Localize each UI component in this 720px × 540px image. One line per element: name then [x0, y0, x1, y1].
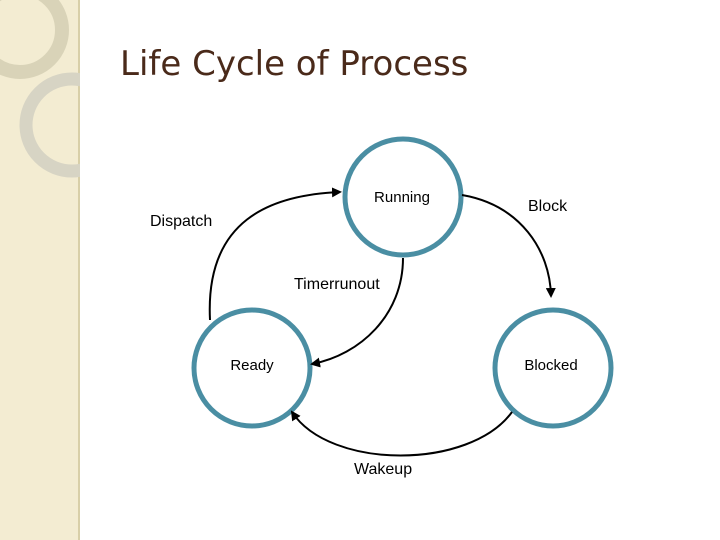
- wakeup-arrow: [290, 410, 513, 457]
- dispatch-arrow: [208, 187, 342, 321]
- decorative-rings: [0, 0, 80, 178]
- slide-sidebar-edge: [78, 0, 80, 540]
- decorative-ring-bottom: [19, 72, 80, 178]
- timerrunout-label: Timerrunout: [294, 276, 380, 293]
- running-state-label: Running: [374, 189, 430, 206]
- wakeup-label: Wakeup: [354, 461, 412, 478]
- block-label: Block: [528, 198, 568, 215]
- dispatch-label: Dispatch: [150, 213, 212, 230]
- ready-state-label: Ready: [230, 357, 274, 374]
- slide-title: Life Cycle of Process: [120, 44, 469, 84]
- ready-state-circle: [191, 307, 313, 429]
- block-arrow: [461, 194, 556, 298]
- timerrunout-arrow: [310, 257, 404, 368]
- blocked-state-label: Blocked: [524, 357, 577, 374]
- decorative-ring-top: [0, 0, 69, 79]
- blocked-state-circle: [492, 307, 614, 429]
- running-state-circle: [342, 136, 464, 258]
